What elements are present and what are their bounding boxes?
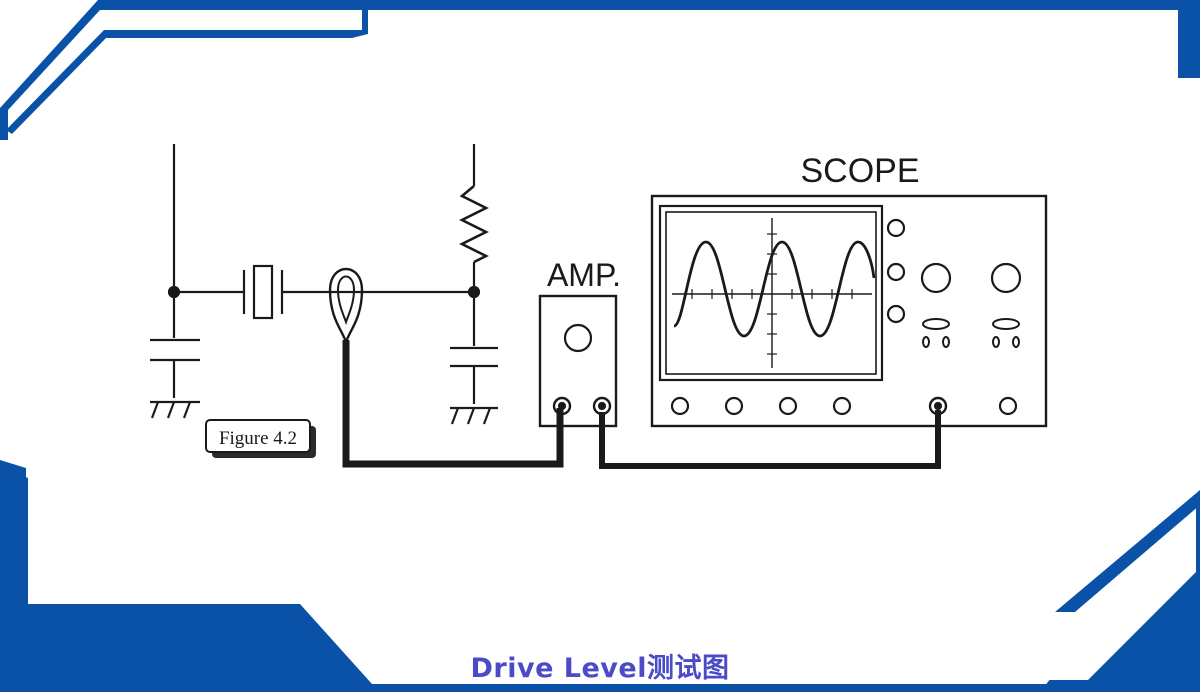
figure-tag-label: Figure 4.2 <box>219 428 297 449</box>
scope-body <box>650 194 1048 428</box>
current-probe-loop-icon <box>328 267 364 346</box>
scope-screen <box>665 211 877 375</box>
diagram-caption: Drive Level测试图 <box>470 653 730 684</box>
crystal-icon <box>242 264 284 320</box>
scope-sine-wave <box>673 240 876 338</box>
frame-top-right-block <box>1178 0 1200 78</box>
scope-bottom-knob-4-icon <box>832 396 852 416</box>
amp-box <box>538 294 618 428</box>
amp-to-scope-cable <box>599 410 941 469</box>
right-junction-dot <box>467 285 481 299</box>
frame-inner-accent <box>6 8 368 134</box>
scope-bottom-knob-1-icon <box>670 396 690 416</box>
scope-bottom-knob-2-icon <box>724 396 744 416</box>
amp-output-jack-center <box>597 401 607 411</box>
scope-input-jack-icon <box>928 396 948 416</box>
scope-small-knob-1-icon <box>886 218 906 238</box>
resistor-icon <box>459 185 489 264</box>
right-ground-icon <box>450 406 498 425</box>
scope-bottom-knob-3-icon <box>778 396 798 416</box>
scope-small-knob-2-icon <box>886 262 906 282</box>
scope-channel2-knob-icon <box>990 262 1022 294</box>
scope-small-knob-3-icon <box>886 304 906 324</box>
frame-inner-cut <box>28 470 1196 680</box>
amp-label: AMP. <box>547 257 621 293</box>
scope-bottom-knob-5-icon <box>998 396 1018 416</box>
amp-input-jack-icon <box>552 396 572 416</box>
scope-channel1-knob-icon <box>920 262 952 294</box>
frame-bottom-lines <box>0 466 1200 692</box>
amp-knob-icon <box>563 323 593 353</box>
scope-input-jack-center <box>933 401 943 411</box>
left-ground-icon <box>150 400 200 419</box>
frame-top-left-wedge <box>0 0 1200 140</box>
scope-screen-bezel <box>658 204 884 382</box>
figure-tag-box <box>205 419 311 453</box>
scope-channel2-switch-icon <box>992 318 1020 348</box>
amp-input-jack-center <box>557 401 567 411</box>
probe-cable <box>342 340 564 468</box>
circuit <box>150 144 1048 469</box>
scope-label: SCOPE <box>800 152 919 190</box>
scope-channel1-switch-icon <box>922 318 950 348</box>
